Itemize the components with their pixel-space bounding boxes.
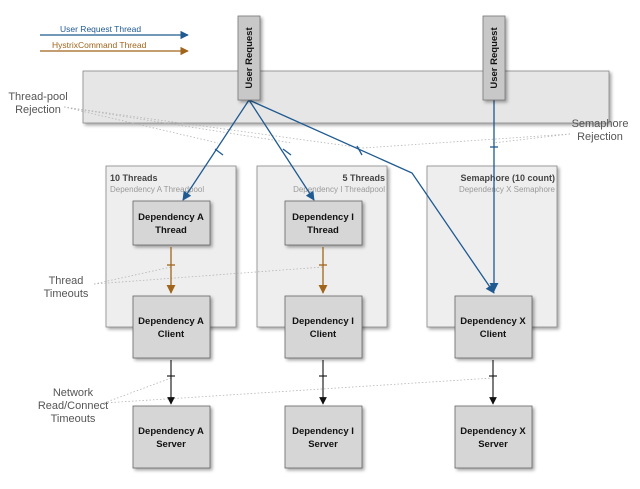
client-i-line1: Dependency I xyxy=(292,316,354,327)
hystrix-thread-legend-label: HystrixCommand Thread xyxy=(52,40,147,50)
server-box-a: Dependency A Server xyxy=(132,405,211,469)
annotation-leaders xyxy=(63,106,571,404)
pool-a-title: 10 Threads xyxy=(110,173,158,183)
client-i-line2: Client xyxy=(310,329,337,340)
pool-x-title: Semaphore (10 count) xyxy=(460,173,555,183)
pool-x-subtitle: Dependency X Semaphore xyxy=(459,185,556,194)
rejection-ticks xyxy=(214,145,498,156)
user-request-box-1: User Request xyxy=(237,15,261,101)
user-to-thread-i xyxy=(248,99,315,201)
client-x-line1: Dependency X xyxy=(460,316,526,327)
server-box-i: Dependency I Server xyxy=(284,405,363,469)
server-i-line2: Server xyxy=(308,439,338,450)
thread-pool-rejection-line1: Thread-pool xyxy=(8,91,67,103)
server-a-line2: Server xyxy=(156,439,186,450)
server-a-line1: Dependency A xyxy=(138,426,204,437)
semaphore-rejection-line1: Semaphore xyxy=(572,118,629,130)
thread-box-i: Dependency I Thread xyxy=(284,200,363,246)
legend: User Request Thread HystrixCommand Threa… xyxy=(40,24,189,56)
user-to-client-x xyxy=(248,99,495,294)
user-request-label-1: User Request xyxy=(244,27,255,89)
thread-a-line2: Thread xyxy=(155,225,187,236)
pool-a-subtitle: Dependency A Threadpool xyxy=(110,185,204,194)
network-timeouts-line3: Timeouts xyxy=(51,413,96,425)
client-a-line1: Dependency A xyxy=(138,316,204,327)
server-i-line1: Dependency I xyxy=(292,426,354,437)
thread-a-line1: Dependency A xyxy=(138,212,204,223)
user-request-label-2: User Request xyxy=(489,27,500,89)
server-x-line1: Dependency X xyxy=(460,426,526,437)
thread-timeouts-line1: Thread xyxy=(49,275,84,287)
network-lines xyxy=(167,360,497,405)
request-band xyxy=(82,70,610,124)
pool-i-subtitle: Dependency I Threadpool xyxy=(293,185,385,194)
hystrix-thread-lines xyxy=(166,247,328,294)
user-thread-legend-label: User Request Thread xyxy=(60,24,141,34)
thread-i-line2: Thread xyxy=(307,225,339,236)
semaphore-rejection-line2: Rejection xyxy=(577,131,623,143)
pool-i-title: 5 Threads xyxy=(342,173,385,183)
network-timeouts-line1: Network xyxy=(53,387,94,399)
client-a-line2: Client xyxy=(158,329,185,340)
network-timeouts-line2: Read/Connect xyxy=(38,400,108,412)
client-x-line2: Client xyxy=(480,329,507,340)
server-box-x: Dependency X Server xyxy=(454,405,533,469)
server-x-line2: Server xyxy=(478,439,508,450)
user-request-box-2: User Request xyxy=(482,15,506,101)
thread-pool-rejection-line2: Rejection xyxy=(15,104,61,116)
client-box-a: Dependency A Client xyxy=(132,295,211,359)
thread-timeouts-line2: Timeouts xyxy=(44,288,89,300)
client-box-x: Dependency X Client xyxy=(454,295,533,359)
client-box-i: Dependency I Client xyxy=(284,295,363,359)
thread-i-line1: Dependency I xyxy=(292,212,354,223)
thread-box-a: Dependency A Thread xyxy=(132,200,211,246)
